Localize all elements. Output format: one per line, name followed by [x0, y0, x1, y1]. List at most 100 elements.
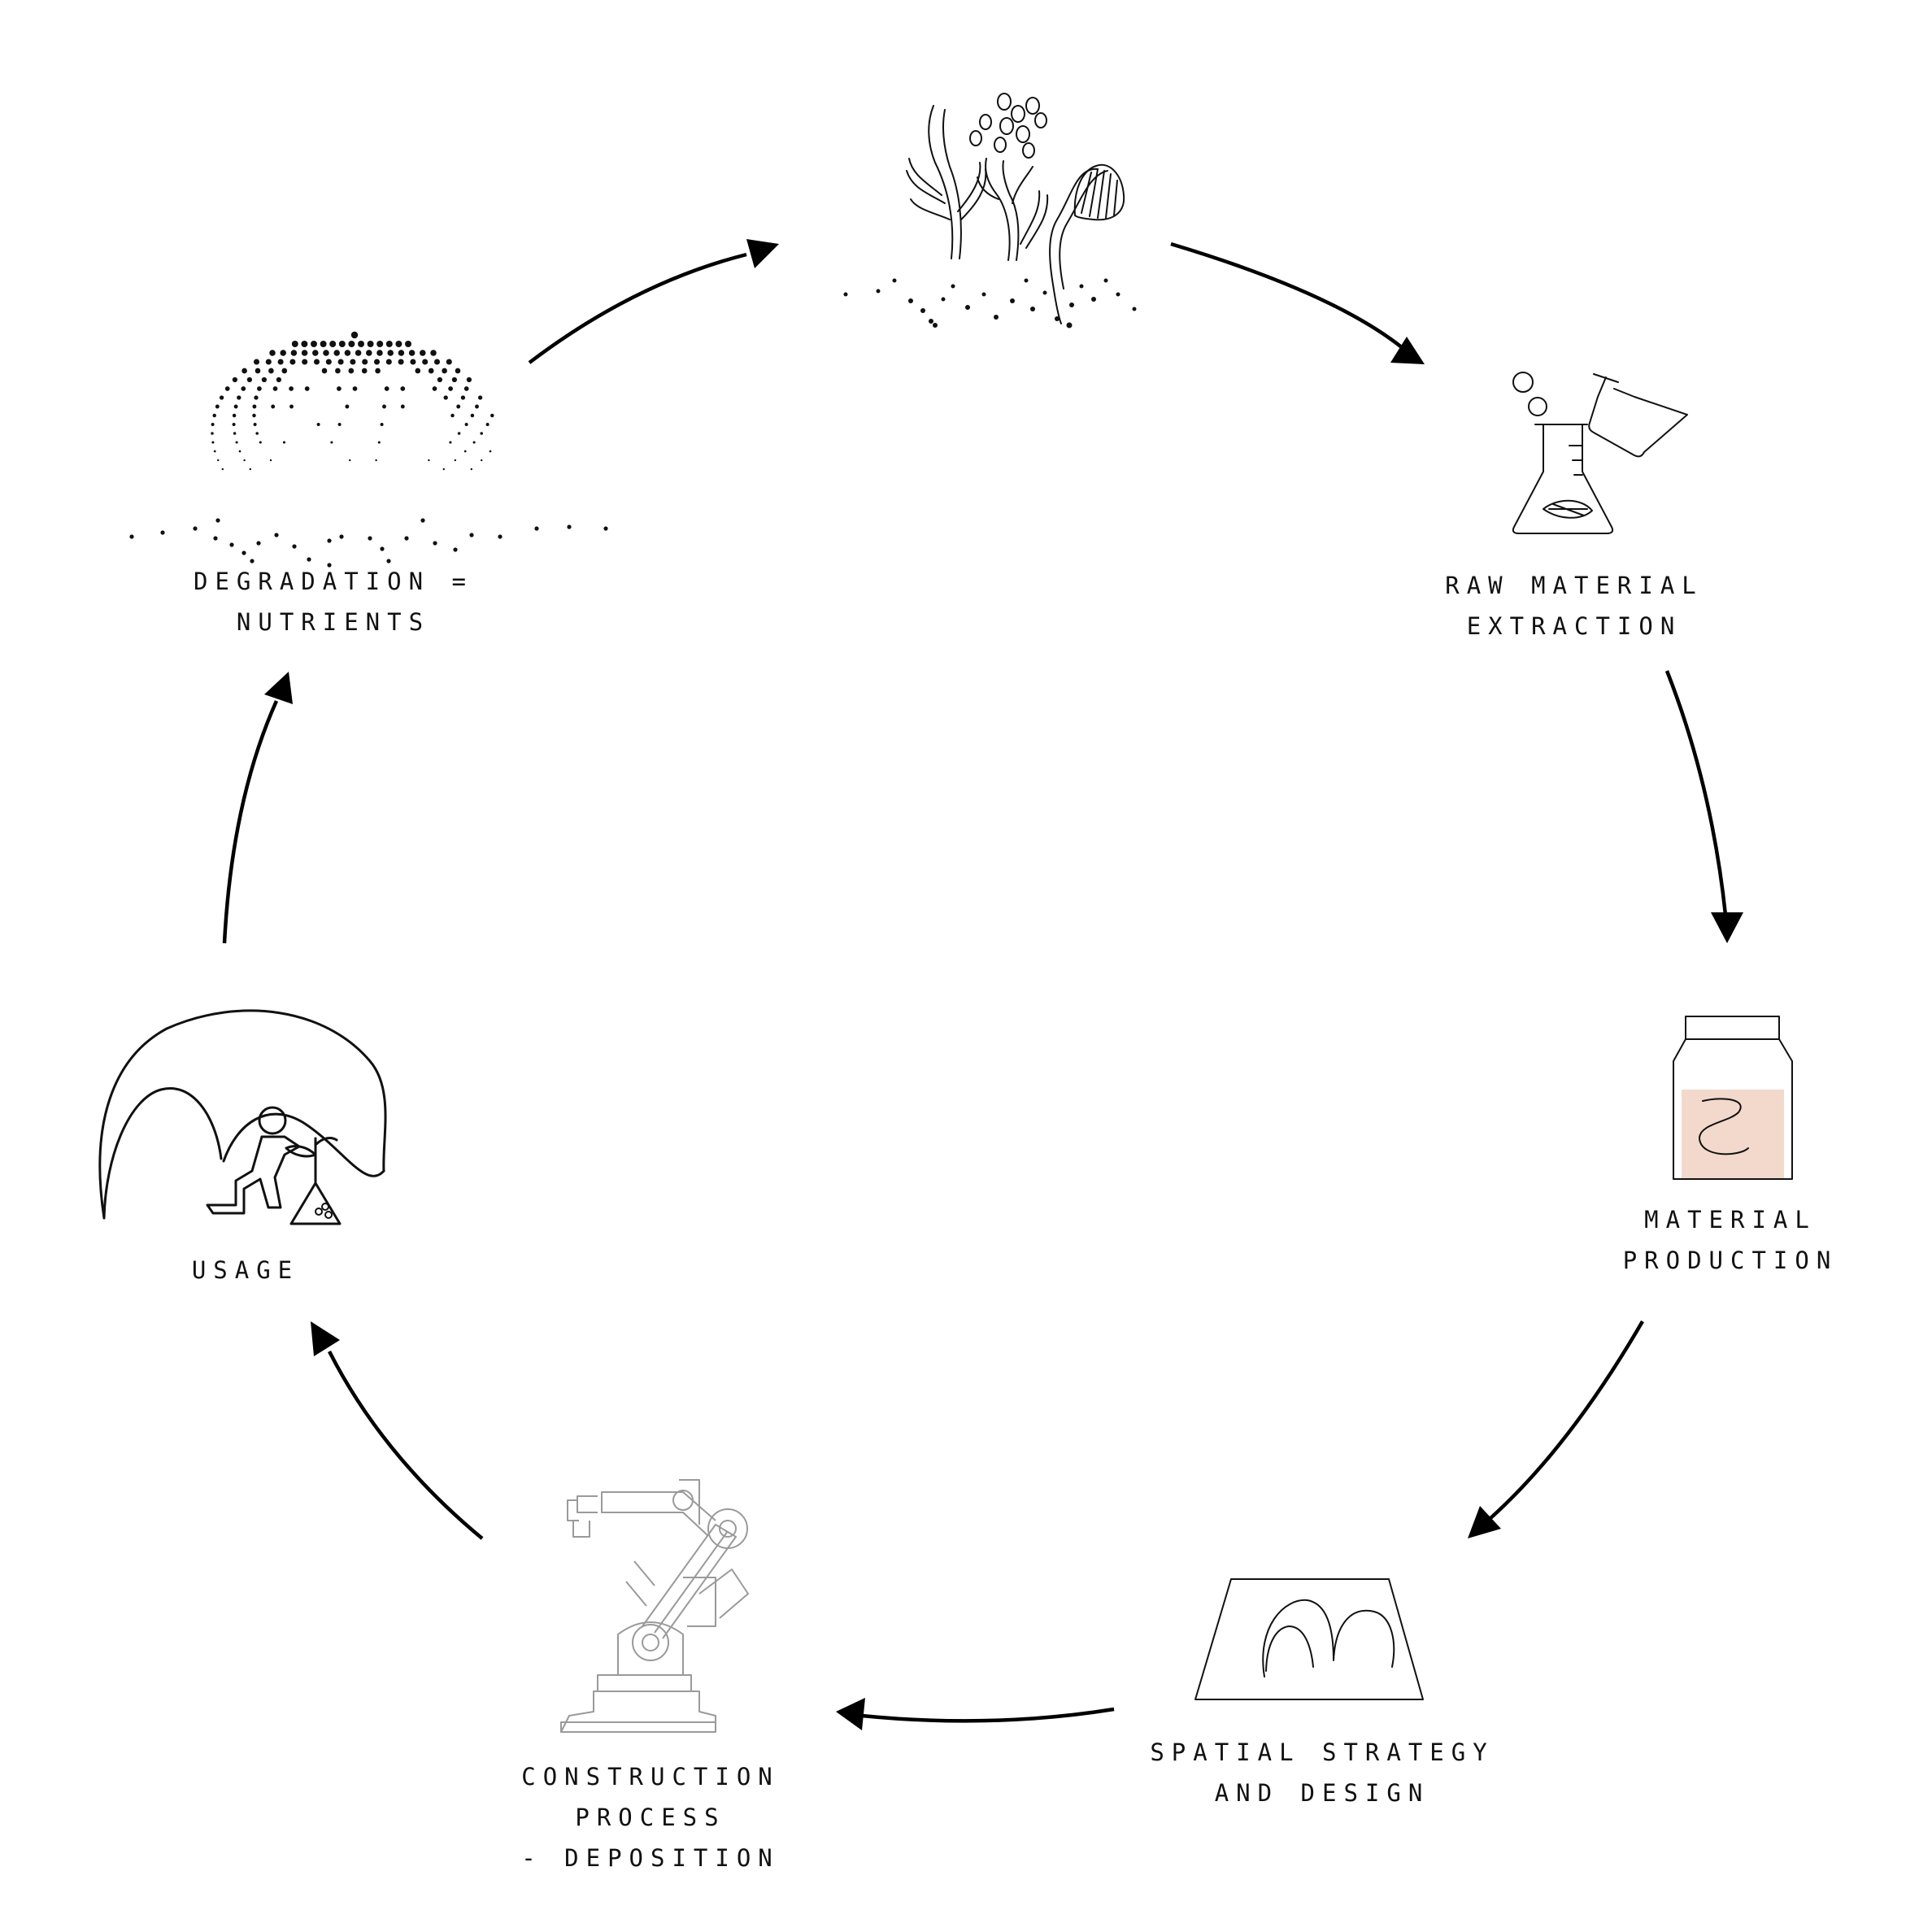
- dome-dot: [339, 341, 346, 347]
- dome-dot: [234, 405, 238, 409]
- dome-dot: [322, 368, 328, 374]
- label-degradation: DEGRADATION = NUTRIENTS: [194, 561, 473, 642]
- arrowhead: [311, 1321, 340, 1356]
- dome-dot: [254, 395, 258, 399]
- dome-dot: [348, 341, 355, 347]
- dome-dot: [455, 368, 461, 374]
- dome-dot: [443, 468, 445, 470]
- dome-dot: [469, 533, 473, 537]
- dome-dot: [401, 405, 405, 409]
- dome-dot: [420, 518, 424, 522]
- dome-dot: [398, 359, 404, 364]
- dome-dot: [400, 386, 405, 391]
- dome-dot: [375, 368, 381, 374]
- dome-dot: [262, 377, 267, 382]
- dome-dot: [211, 423, 215, 426]
- dome-dot: [387, 350, 394, 356]
- dome-dot: [222, 468, 224, 470]
- arrowhead: [1711, 912, 1743, 943]
- dome-dot: [444, 395, 448, 399]
- dome-dot: [323, 350, 329, 356]
- dome-dot: [212, 414, 215, 417]
- label-construction: CONSTRUCTION PROCESS - DEPOSITION: [521, 1756, 780, 1878]
- organisms-icon: [907, 94, 1124, 324]
- flask-icon: [1513, 372, 1687, 533]
- dome-dot: [345, 350, 351, 356]
- dome-dot: [335, 368, 341, 374]
- dome-dot: [215, 405, 220, 409]
- dome-dot: [291, 350, 298, 356]
- dome-dot: [461, 395, 465, 399]
- dome-dot: [129, 534, 133, 538]
- dome-dot: [382, 405, 386, 409]
- dome-dot: [481, 459, 482, 461]
- dome-dot: [464, 450, 467, 453]
- dome-dot: [305, 386, 310, 391]
- dome-dot: [358, 341, 364, 347]
- dome-dot: [233, 377, 237, 382]
- dome-dot: [437, 377, 442, 382]
- dome-dot: [471, 468, 472, 470]
- label-raw-material: RAW MATERIAL EXTRACTION: [1445, 565, 1704, 646]
- arrow-production-to-design: [1490, 1321, 1643, 1519]
- dome-dot: [339, 534, 343, 538]
- dome-dot: [395, 341, 402, 347]
- dome-dot: [243, 459, 245, 461]
- dome-dot: [368, 341, 374, 347]
- label-line: MATERIAL: [1623, 1199, 1838, 1240]
- dome-dot: [458, 432, 461, 435]
- dome-dot: [256, 541, 260, 545]
- dome-dot: [475, 405, 479, 409]
- dome-dot: [376, 350, 383, 356]
- dome-dot: [257, 386, 262, 391]
- dome-dot: [490, 450, 492, 453]
- dome-dot: [603, 526, 607, 530]
- dome-dot: [247, 377, 252, 382]
- arrow-design-to-construction: [862, 1709, 1114, 1721]
- dome-dot: [211, 441, 214, 443]
- dome-dot: [386, 359, 392, 364]
- dome-dot: [398, 350, 405, 356]
- dome-dot: [376, 341, 383, 347]
- dome-dot: [375, 459, 376, 461]
- dome-dot: [353, 386, 358, 391]
- arrow-organisms-to-extraction: [1171, 244, 1403, 348]
- dome-dot: [480, 432, 483, 435]
- dome-dot: [252, 414, 255, 417]
- dome-dot: [415, 368, 420, 374]
- label-line: PRODUCTION: [1623, 1240, 1838, 1281]
- dome-dot: [409, 350, 416, 356]
- label-spatial-strategy: SPATIAL STRATEGY AND DESIGN: [1150, 1732, 1494, 1813]
- dome-dot: [217, 459, 219, 461]
- arrow-usage-to-degradation: [224, 701, 276, 943]
- dome-dot: [465, 423, 468, 426]
- dome-dot: [281, 368, 287, 374]
- label-line: CONSTRUCTION: [521, 1756, 780, 1797]
- dome-dot: [273, 386, 278, 391]
- dome-dot: [348, 368, 354, 374]
- jar-icon: [1673, 1016, 1792, 1179]
- dome-dot: [302, 350, 308, 356]
- label-line: NUTRIENTS: [194, 602, 473, 642]
- dome-dot: [278, 359, 284, 364]
- dome-dot: [255, 432, 259, 435]
- dome-dot: [225, 386, 230, 391]
- dome-dot: [455, 459, 456, 461]
- dome-dot: [433, 541, 437, 545]
- dome-dot: [242, 550, 246, 555]
- dome-dot: [449, 441, 451, 443]
- dome-dot: [317, 423, 320, 426]
- dome-dot: [404, 536, 408, 540]
- dome-dot: [442, 368, 447, 374]
- arrowhead: [836, 1698, 865, 1730]
- dome-dot: [333, 350, 340, 356]
- dome-dot: [254, 359, 259, 364]
- dome-dot: [255, 368, 261, 374]
- label-line: EXTRACTION: [1445, 606, 1704, 646]
- dome-dot: [490, 414, 494, 417]
- dome-dot: [254, 423, 257, 426]
- dome-dot: [268, 368, 274, 374]
- dome-dot: [292, 341, 298, 347]
- label-line: USAGE: [192, 1250, 299, 1290]
- dome-dot: [429, 368, 434, 374]
